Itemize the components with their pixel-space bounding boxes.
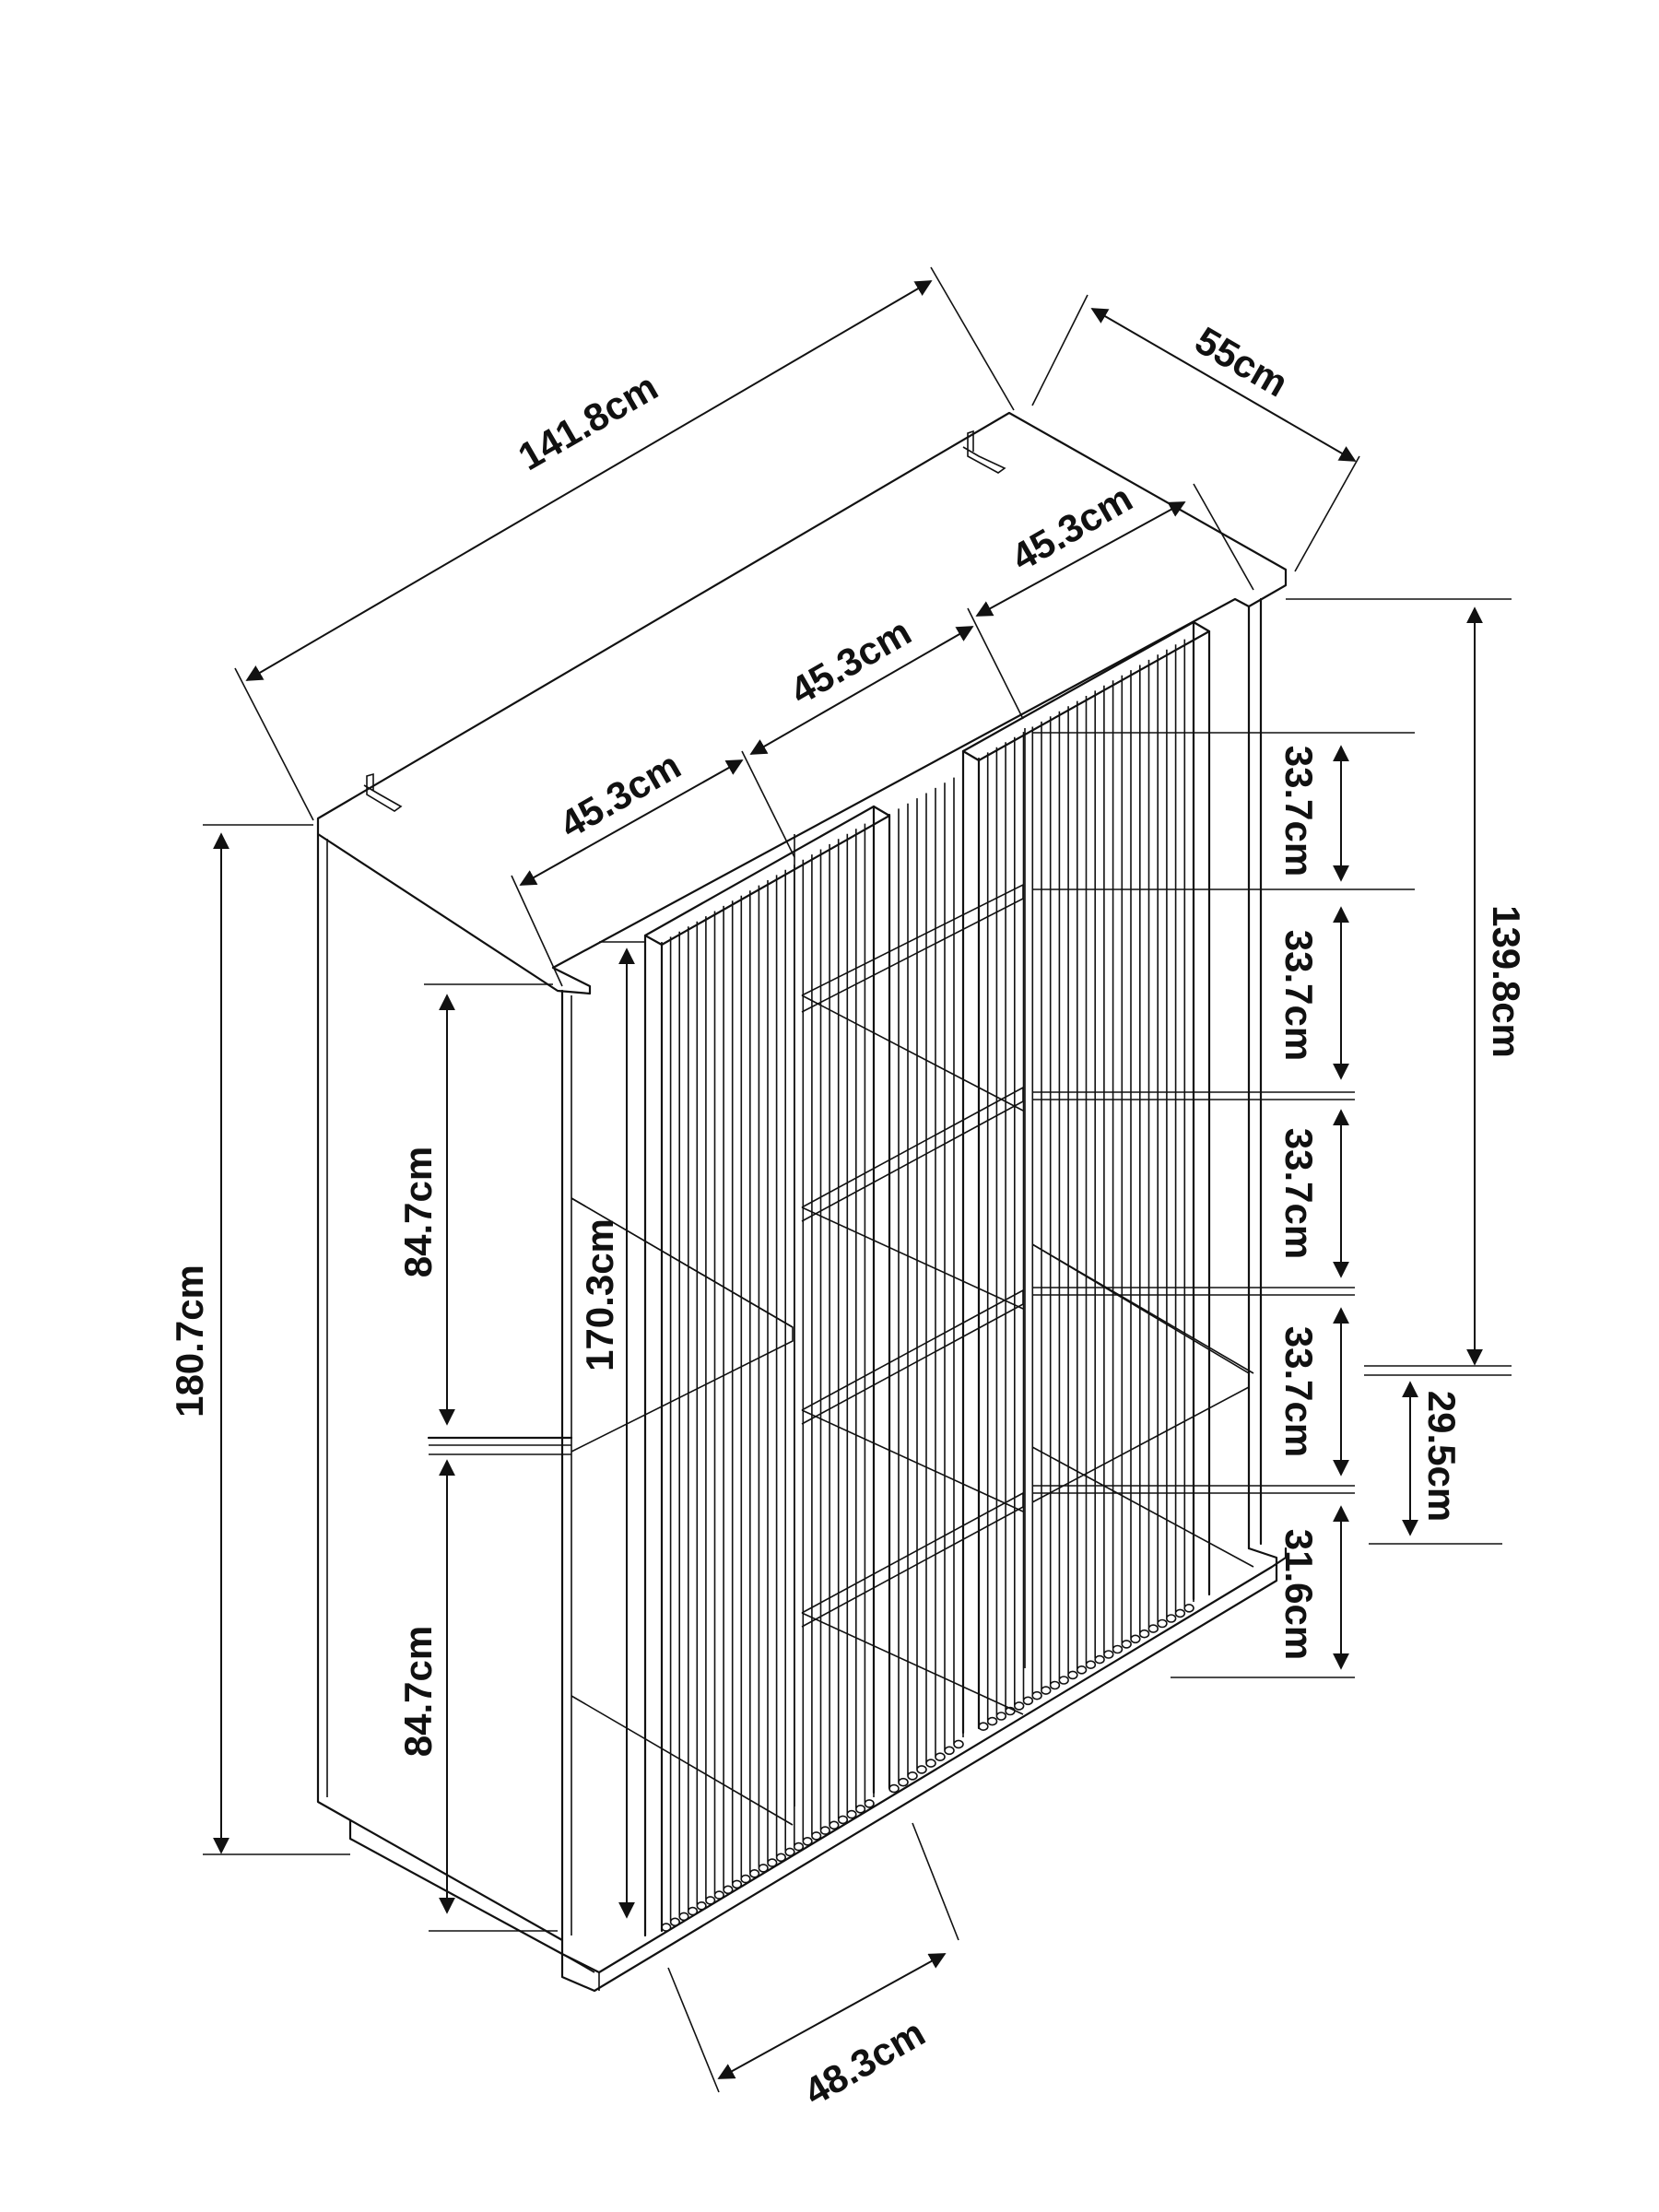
slat-foot [846, 1809, 857, 1819]
label-shelf-1: 33.7cm [1277, 746, 1321, 877]
slat-foot [916, 1765, 927, 1774]
slat-foot [1112, 1644, 1124, 1654]
slat-foot [1005, 1706, 1016, 1716]
slat-foot [1031, 1690, 1042, 1700]
slat-foot [723, 1885, 734, 1895]
label-bottom-shelf: 31.6cm [1277, 1529, 1321, 1660]
top-bracket-right [962, 429, 1006, 474]
label-section-upper: 84.7cm [396, 1147, 440, 1277]
slat-foot [1157, 1618, 1168, 1629]
slat-foot [1138, 1629, 1150, 1639]
slat-foot [758, 1864, 769, 1873]
label-bottom-width: 48.3cm [796, 2010, 932, 2113]
slat-foot [1049, 1680, 1061, 1690]
slat-foot [802, 1837, 813, 1846]
slat-foot [687, 1906, 699, 1916]
slat-foot [661, 1923, 672, 1932]
door-middle-slats [888, 772, 964, 1794]
label-depth: 55cm [1188, 318, 1296, 405]
slat-foot [1103, 1650, 1114, 1659]
slat-foot [811, 1831, 822, 1841]
slat-foot [731, 1879, 743, 1889]
label-shelf-4: 33.7cm [1277, 1326, 1321, 1457]
slat-foot [1013, 1701, 1025, 1711]
label-shelf-3: 33.7cm [1277, 1128, 1321, 1259]
label-door-width-left: 45.3cm [552, 743, 688, 846]
plinth [348, 1547, 1278, 1993]
slat-foot [1130, 1634, 1141, 1644]
slat-foot [1022, 1696, 1034, 1706]
slat-foot [1041, 1686, 1052, 1695]
slat-foot [775, 1853, 787, 1863]
slat-foot [740, 1874, 751, 1884]
slat-foot [748, 1869, 760, 1878]
slat-foot [1058, 1676, 1069, 1685]
slat-foot [907, 1771, 918, 1781]
slat-foot [953, 1739, 964, 1749]
slat-foot [1183, 1604, 1194, 1613]
slat-foot [854, 1805, 866, 1814]
slat-foot [819, 1826, 830, 1835]
slat-foot [696, 1901, 707, 1911]
slat-foot [784, 1847, 795, 1857]
slat-foot [829, 1820, 840, 1830]
label-top-length: 141.8cm [511, 365, 665, 479]
slat-foot [793, 1841, 805, 1852]
slat-foot [837, 1815, 849, 1825]
slat-foot [986, 1716, 998, 1726]
slat-foot [1147, 1624, 1159, 1633]
dimension-lines [203, 266, 1512, 2093]
slat-foot [978, 1722, 989, 1731]
slat-foot [705, 1896, 716, 1905]
slat-foot [935, 1752, 946, 1761]
slat-foot [925, 1759, 936, 1768]
label-base-section: 29.5cm [1420, 1391, 1464, 1522]
slatted-doors [643, 620, 1211, 1937]
label-shelf-2: 33.7cm [1277, 930, 1321, 1061]
slat-foot [888, 1783, 900, 1794]
slat-foot [944, 1746, 955, 1756]
slat-foot [1121, 1640, 1132, 1649]
slat-foot [898, 1777, 909, 1787]
slat-foot [864, 1799, 875, 1808]
door-right-slats [978, 634, 1194, 1731]
slat-foot [1076, 1665, 1088, 1675]
slat-foot [1165, 1614, 1177, 1623]
slat-foot [1085, 1660, 1097, 1669]
left-side-panel [316, 832, 564, 1942]
label-right-section-height: 139.8cm [1485, 905, 1528, 1058]
slat-foot [1067, 1670, 1078, 1680]
top-bracket-left [363, 772, 403, 812]
label-section-lower: 84.7cm [396, 1626, 440, 1757]
label-total-height: 180.7cm [168, 1265, 211, 1418]
slat-foot [713, 1890, 724, 1900]
label-inner-height: 170.3cm [578, 1218, 621, 1371]
slat-foot [767, 1858, 778, 1867]
slat-foot [678, 1912, 689, 1922]
slat-foot [995, 1712, 1007, 1721]
door-left-slats [661, 818, 875, 1932]
slat-foot [1094, 1654, 1105, 1665]
slat-foot [669, 1917, 681, 1927]
slat-foot [1174, 1608, 1186, 1618]
